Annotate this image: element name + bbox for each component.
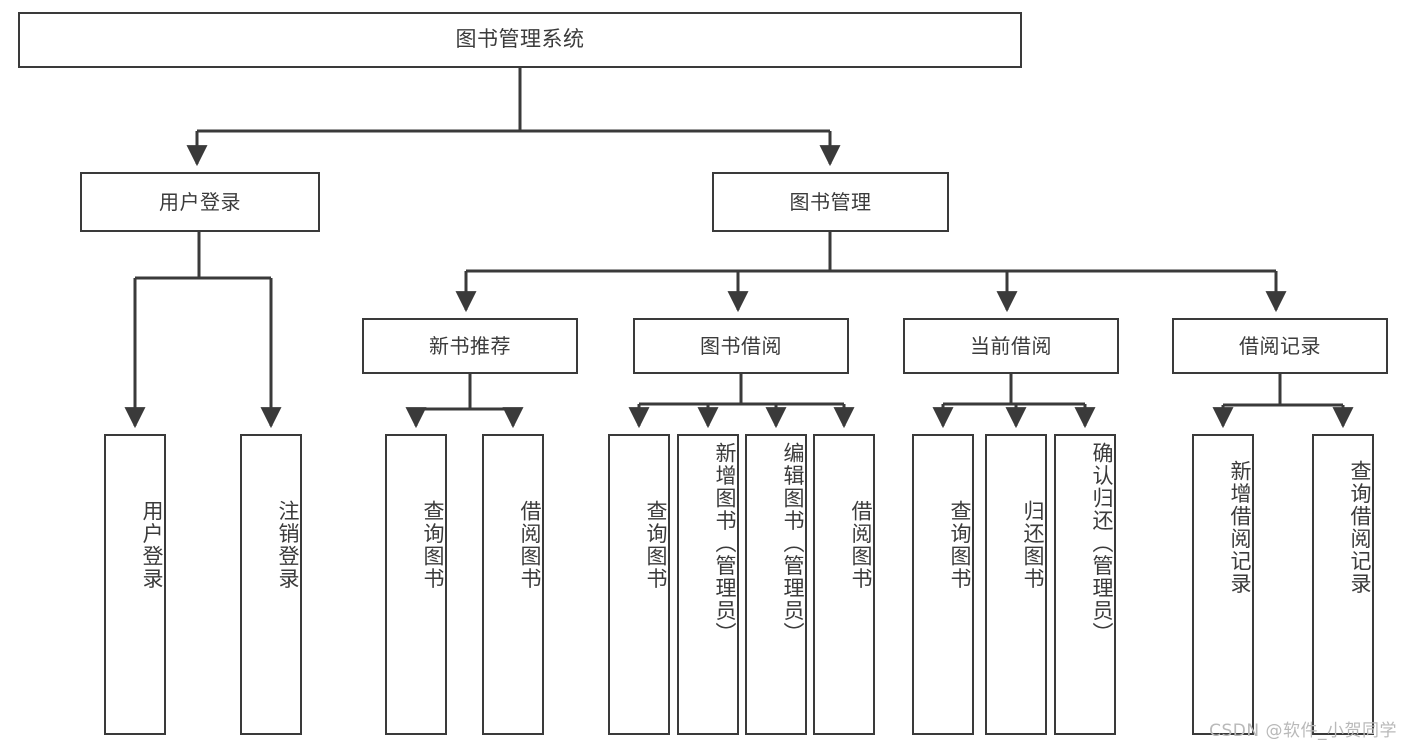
node-leaf-borrow-book-borrow-label: 借阅图书 (849, 500, 873, 590)
node-book-manage[interactable]: 图书管理 (712, 172, 949, 232)
node-leaf-borrow-book-borrow[interactable]: 借阅图书 (813, 434, 875, 735)
node-leaf-logout-login-label: 注销登录 (276, 500, 300, 590)
node-leaf-query-book-borrow-label: 查询图书 (644, 500, 668, 590)
node-leaf-add-borrow-record-label: 新增借阅记录 (1228, 460, 1252, 595)
node-leaf-query-book-current[interactable]: 查询图书 (912, 434, 974, 735)
node-leaf-borrow-book-recommend[interactable]: 借阅图书 (482, 434, 544, 735)
node-new-book-recommend[interactable]: 新书推荐 (362, 318, 578, 374)
node-leaf-return-book-label: 归还图书 (1021, 500, 1045, 590)
node-user-login-label: 用户登录 (159, 190, 241, 214)
node-leaf-return-book[interactable]: 归还图书 (985, 434, 1047, 735)
node-leaf-user-login[interactable]: 用户登录 (104, 434, 166, 735)
csdn-watermark: CSDN @软件_小贺同学 (1209, 721, 1397, 741)
node-leaf-query-book-current-label: 查询图书 (948, 500, 972, 590)
node-new-book-recommend-label: 新书推荐 (429, 334, 511, 358)
node-user-login[interactable]: 用户登录 (80, 172, 320, 232)
node-borrow-record-label: 借阅记录 (1239, 334, 1321, 358)
node-root[interactable]: 图书管理系统 (18, 12, 1022, 68)
node-book-borrow-label: 图书借阅 (700, 334, 782, 358)
node-book-manage-label: 图书管理 (789, 190, 872, 214)
node-leaf-confirm-return-admin-label: 确认归还（管理员） (1090, 442, 1114, 645)
node-leaf-add-book-admin-label: 新增图书（管理员） (713, 442, 737, 645)
node-leaf-query-borrow-record[interactable]: 查询借阅记录 (1312, 434, 1374, 735)
node-root-label: 图书管理系统 (455, 27, 585, 52)
node-leaf-add-book-admin[interactable]: 新增图书（管理员） (677, 434, 739, 735)
node-current-borrow-label: 当前借阅 (970, 334, 1052, 358)
node-leaf-logout-login[interactable]: 注销登录 (240, 434, 302, 735)
node-leaf-edit-book-admin-label: 编辑图书（管理员） (781, 442, 805, 645)
node-borrow-record[interactable]: 借阅记录 (1172, 318, 1388, 374)
node-book-borrow[interactable]: 图书借阅 (633, 318, 849, 374)
node-current-borrow[interactable]: 当前借阅 (903, 318, 1119, 374)
node-leaf-query-book-borrow[interactable]: 查询图书 (608, 434, 670, 735)
node-leaf-query-book-recommend[interactable]: 查询图书 (385, 434, 447, 735)
node-leaf-query-borrow-record-label: 查询借阅记录 (1348, 460, 1372, 595)
node-leaf-user-login-label: 用户登录 (140, 500, 164, 590)
node-leaf-query-book-recommend-label: 查询图书 (421, 500, 445, 590)
node-leaf-edit-book-admin[interactable]: 编辑图书（管理员） (745, 434, 807, 735)
node-leaf-add-borrow-record[interactable]: 新增借阅记录 (1192, 434, 1254, 735)
node-leaf-confirm-return-admin[interactable]: 确认归还（管理员） (1054, 434, 1116, 735)
node-leaf-borrow-book-recommend-label: 借阅图书 (518, 500, 542, 590)
